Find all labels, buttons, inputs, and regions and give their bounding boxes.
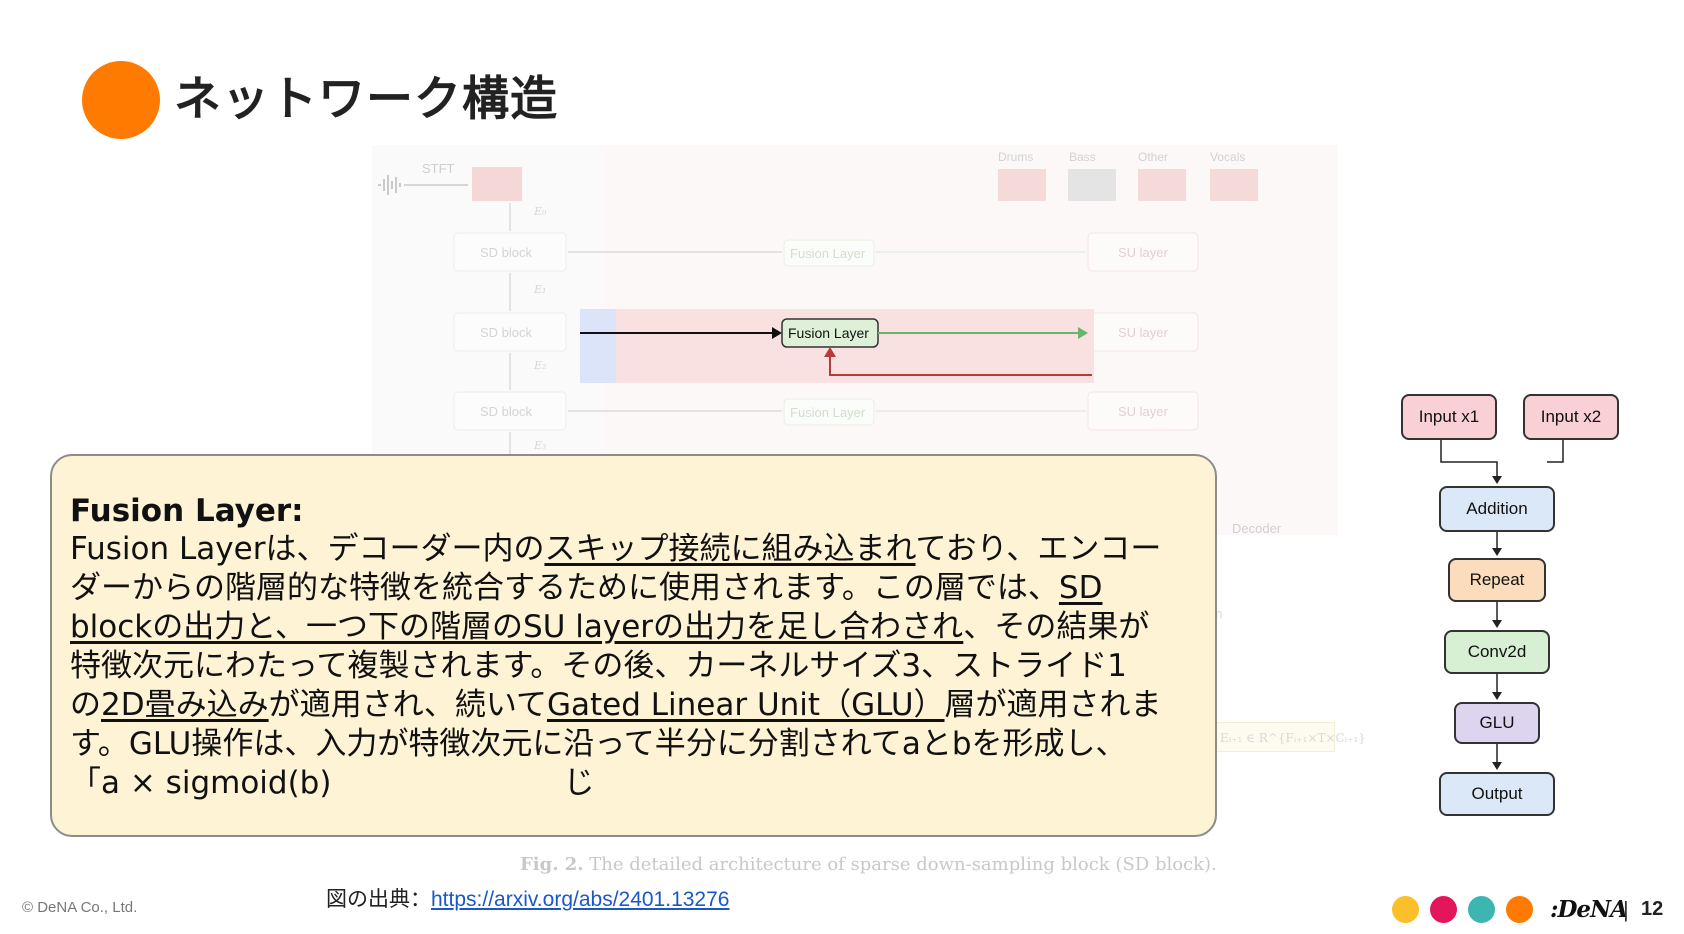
fusion-layer-label-faded-1: Fusion Layer: [790, 246, 866, 261]
callout-line-1: Fusion Layerは、デコーダー内のスキップ接続に組み込まれており、エンコ…: [70, 530, 1197, 569]
fusion-layer-flow-diagram: Input x1 Input x2 Addition Repeat Conv2d…: [1340, 370, 1670, 840]
flow-node-glu: GLU: [1454, 702, 1540, 744]
su-layer-label-2: SU layer: [1118, 325, 1169, 340]
flow-node-label: Addition: [1466, 499, 1528, 518]
source-link[interactable]: https://arxiv.org/abs/2401.13276: [431, 888, 730, 911]
decoder-label: Decoder: [1232, 521, 1282, 536]
callout-body: Fusion Layerは、デコーダー内のスキップ接続に組み込まれており、エンコ…: [70, 530, 1197, 803]
paper-figure: STFT Drums Bass Other Vocals E₀ E₁ E₂ E₃…: [372, 145, 1338, 536]
callout-text: じ: [563, 765, 595, 801]
callout-line-3: blockの出力と、一つ下の階層のSU layerの出力を足し合わされ、その結果…: [70, 608, 1197, 647]
callout-text: 「a × sigmoid(b): [70, 765, 332, 801]
callout-text: 層が適用されま: [944, 687, 1162, 723]
stft-label: STFT: [422, 161, 455, 176]
fusion-layer-callout: Fusion Layer: Fusion Layerは、デコーダー内のスキップ接…: [50, 454, 1217, 837]
slide-title: ネットワーク構造: [174, 72, 558, 127]
sd-block-label-3: SD block: [480, 404, 533, 419]
flow-node-conv2d: Conv2d: [1444, 630, 1550, 674]
su-layer-label-3: SU layer: [1118, 404, 1169, 419]
callout-text: 、その結果が: [963, 609, 1150, 645]
encoder-label-e2: E₂: [533, 359, 546, 372]
flow-node-label: Conv2d: [1467, 642, 1527, 661]
source-label: 図の出典：: [326, 887, 431, 911]
paper-figure-diagram: STFT Drums Bass Other Vocals E₀ E₁ E₂ E₃…: [372, 145, 1338, 536]
paper-side-snippet-b: Eᵢ₊₁ ∈ R^{Fᵢ₊₁×T×Cᵢ₊₁}: [1215, 722, 1366, 752]
callout-line-6: す。GLU操作は、入力が特徴次元に沿って半分に分割されてaとbを形成し、: [70, 726, 1127, 762]
callout-text: Fusion Layerは、デコーダー内の: [70, 531, 545, 567]
flow-node-repeat: Repeat: [1448, 558, 1546, 602]
copyright-text: © DeNA Co., Ltd.: [22, 899, 138, 916]
flow-node-input-x1: Input x1: [1401, 394, 1497, 440]
flow-node-label: Repeat: [1469, 570, 1525, 589]
footer-separator: |: [1623, 897, 1629, 922]
caption-text: The detailed architecture of sparse down…: [589, 854, 1217, 875]
fusion-layer-label-highlight: Fusion Layer: [788, 325, 869, 341]
callout-text: の: [70, 687, 101, 723]
caption-fig-number: Fig. 2.: [520, 854, 584, 875]
encoder-label-e0: E₀: [533, 205, 547, 218]
stem-label-drums: Drums: [998, 150, 1033, 164]
callout-line-4: 特徴次元にわたって複製されます。その後、カーネルサイズ3、ストライド1: [70, 648, 1127, 684]
title-bullet-dot: [82, 61, 160, 139]
flow-node-label: Input x2: [1540, 407, 1602, 426]
encoder-label-e1: E₁: [533, 283, 546, 296]
callout-line-7: 「a × sigmoid(b) じ: [70, 764, 1197, 803]
flow-node-label: Output: [1471, 784, 1523, 803]
brand-dot-pink: [1430, 896, 1457, 923]
callout-underline: blockの出力と、一つ下の階層のSU layerの出力を足し合わされ: [70, 609, 964, 645]
flow-node-input-x2: Input x2: [1523, 394, 1619, 440]
stem-label-vocals: Vocals: [1210, 150, 1245, 164]
flow-node-label: Input x1: [1418, 407, 1480, 426]
encoder-label-e3: E₃: [533, 439, 546, 452]
sd-block-label-1: SD block: [480, 245, 533, 260]
callout-line-2: ダーからの階層的な特徴を統合するために使用されます。この層では、SD: [70, 569, 1197, 608]
callout-line-5: の2D畳み込みが適用され、続いてGated Linear Unit（GLU）層が…: [70, 686, 1197, 725]
flow-node-output: Output: [1439, 772, 1555, 816]
brand-dot-orange: [1506, 896, 1533, 923]
brand-dot-teal: [1468, 896, 1495, 923]
callout-text: ており、エンコー: [915, 531, 1162, 567]
flow-node-addition: Addition: [1439, 486, 1555, 532]
callout-underline: SD: [1058, 570, 1103, 606]
flow-connectors: [1440, 432, 1564, 770]
dena-logo: :DeNA: [1550, 896, 1628, 923]
callout-heading: Fusion Layer:: [70, 493, 304, 529]
stem-label-bass: Bass: [1069, 150, 1096, 164]
callout-text: ダーからの階層的な特徴を統合するために使用されます。この層では、: [70, 570, 1059, 606]
su-layer-label-1: SU layer: [1118, 245, 1169, 260]
callout-underline: スキップ接続に組み込まれ: [544, 531, 916, 567]
paper-side-snippet-a: n: [1215, 607, 1223, 621]
sd-block-label-2: SD block: [480, 325, 533, 340]
brand-dot-yellow: [1392, 896, 1419, 923]
brand-dots: [1392, 896, 1533, 923]
callout-underline: 2D畳み込み: [101, 687, 269, 723]
callout-text: が適用され、続いて: [268, 687, 547, 723]
page-number: 12: [1641, 898, 1664, 920]
flow-node-label: GLU: [1479, 713, 1515, 732]
paper-figure-caption: Fig. 2. The detailed architecture of spa…: [520, 854, 1217, 875]
fusion-layer-label-faded-2: Fusion Layer: [790, 405, 866, 420]
stem-label-other: Other: [1138, 150, 1168, 164]
figure-source: 図の出典：https://arxiv.org/abs/2401.13276: [326, 883, 729, 913]
callout-underline: Gated Linear Unit（GLU）: [546, 687, 945, 723]
